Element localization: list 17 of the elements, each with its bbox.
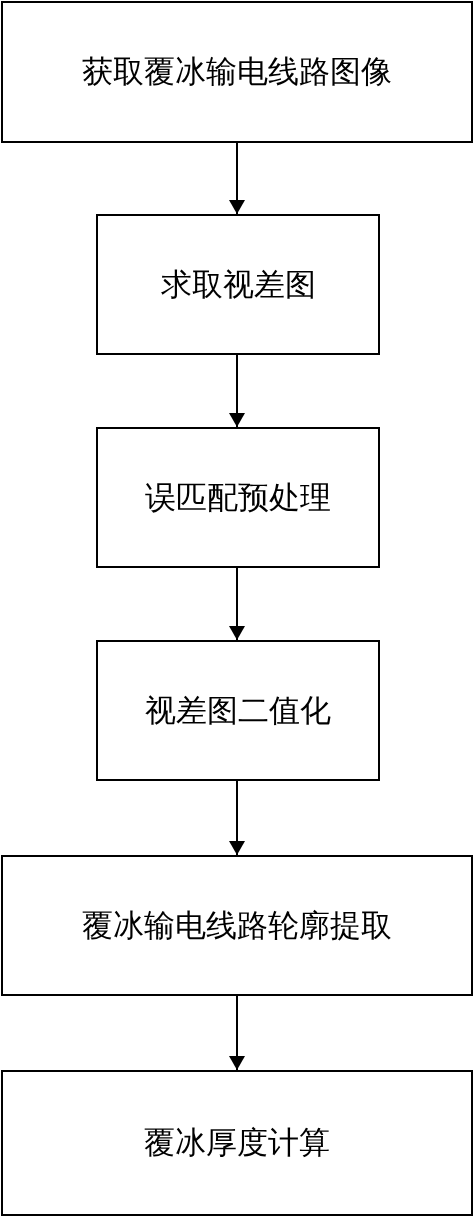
- process-box: [96, 214, 380, 355]
- box-label: 获取覆冰输电线路图像: [82, 53, 392, 91]
- arrow: [229, 142, 245, 215]
- box-label: 误匹配预处理: [145, 478, 331, 517]
- arrow: [229, 995, 245, 1071]
- process-box: [1, 855, 473, 996]
- process-box: [1, 1070, 473, 1216]
- process-box: [1, 1, 473, 143]
- arrow: [229, 780, 245, 856]
- process-box: [96, 427, 380, 568]
- process-box: [96, 640, 380, 781]
- box-label: 覆冰输电线路轮廓提取: [82, 906, 392, 945]
- arrow: [229, 354, 245, 428]
- box-label: 视差图二值化: [145, 691, 331, 730]
- box-label: 覆冰厚度计算: [144, 1124, 330, 1162]
- arrow: [229, 567, 245, 641]
- box-label: 求取视差图: [160, 265, 316, 304]
